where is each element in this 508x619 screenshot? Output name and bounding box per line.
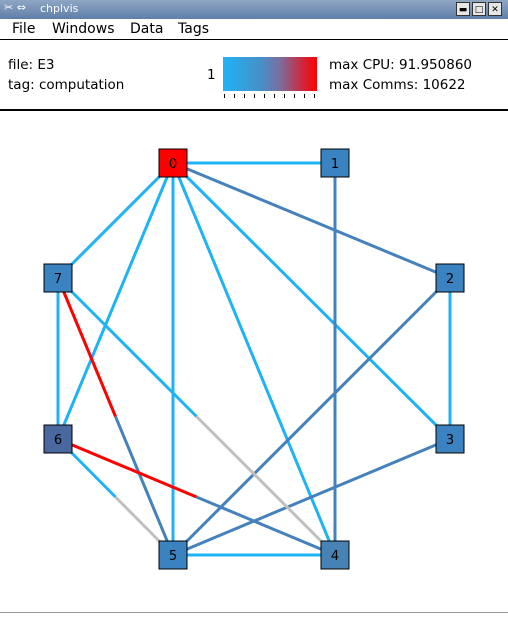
node-label-6: 6 [54,433,62,448]
menu-tags[interactable]: Tags [178,21,209,37]
node-label-5: 5 [169,549,177,564]
menu-file[interactable]: File [12,21,36,37]
node-box-2[interactable] [435,263,465,293]
edge-7-5-seg0[interactable] [56,277,117,418]
node-0[interactable]: 0 [158,148,188,178]
node-label-2: 2 [446,272,454,287]
node-box-4[interactable] [320,540,350,570]
edge-0-6[interactable] [56,162,175,440]
graph-svg[interactable]: 0 1 2 3 4 5 6 7 [2,111,502,612]
edge-6-4-seg1[interactable] [195,495,336,557]
node-box-1[interactable] [320,148,350,178]
node-box-7[interactable] [43,263,73,293]
menu-data[interactable]: Data [130,21,164,37]
node-5[interactable]: 5 [158,540,188,570]
node-label-3: 3 [446,433,454,448]
edge-0-3[interactable] [171,161,452,441]
node-label-0: 0 [169,157,177,172]
edge-7-4-seg1[interactable] [195,415,337,557]
node-4[interactable]: 4 [320,540,350,570]
menu-bar: File Windows Data Tags [0,19,508,40]
node-label-7: 7 [54,272,62,287]
minimize-button[interactable]: ▬ [456,2,470,16]
edge-0-7[interactable] [56,161,175,280]
max-comms-label: max Comms: 10622 [329,77,466,93]
node-6[interactable]: 6 [43,424,73,454]
panel-divider [0,109,508,111]
edge-0-2[interactable] [172,161,451,280]
node-box-6[interactable] [43,424,73,454]
node-box-5[interactable] [158,540,188,570]
node-7[interactable]: 7 [43,263,73,293]
color-scale-bar [223,57,317,91]
edge-3-5[interactable] [172,437,451,557]
window-title: chplvis [40,2,79,15]
tag-label: tag: computation [8,77,125,93]
node-label-1: 1 [331,157,339,172]
scale-min-label: 1 [207,67,216,83]
node-label-4: 4 [331,549,339,564]
color-scale-ticks [224,94,316,99]
edge-7-5-seg1[interactable] [114,415,175,556]
status-strip [0,612,508,619]
edge-7-4-seg0[interactable] [56,276,198,418]
node-3[interactable]: 3 [435,424,465,454]
window-menu-icon[interactable]: ✂ ⇔ [4,1,26,14]
node-2[interactable]: 2 [435,263,465,293]
edge-2-5[interactable] [171,276,452,557]
max-cpu-label: max CPU: 91.950860 [329,57,472,73]
node-box-3[interactable] [435,424,465,454]
file-label: file: E3 [8,57,55,73]
maximize-button[interactable]: □ [472,2,486,16]
menu-windows[interactable]: Windows [52,21,115,37]
close-button[interactable]: ✕ [488,2,502,16]
node-1[interactable]: 1 [320,148,350,178]
edge-6-4-seg0[interactable] [57,437,198,499]
node-box-0[interactable] [158,148,188,178]
graph-canvas[interactable]: 0 1 2 3 4 5 6 7 [2,111,502,612]
title-bar: ✂ ⇔ chplvis ▬ □ ✕ [0,0,508,19]
edge-0-4[interactable] [171,162,337,556]
